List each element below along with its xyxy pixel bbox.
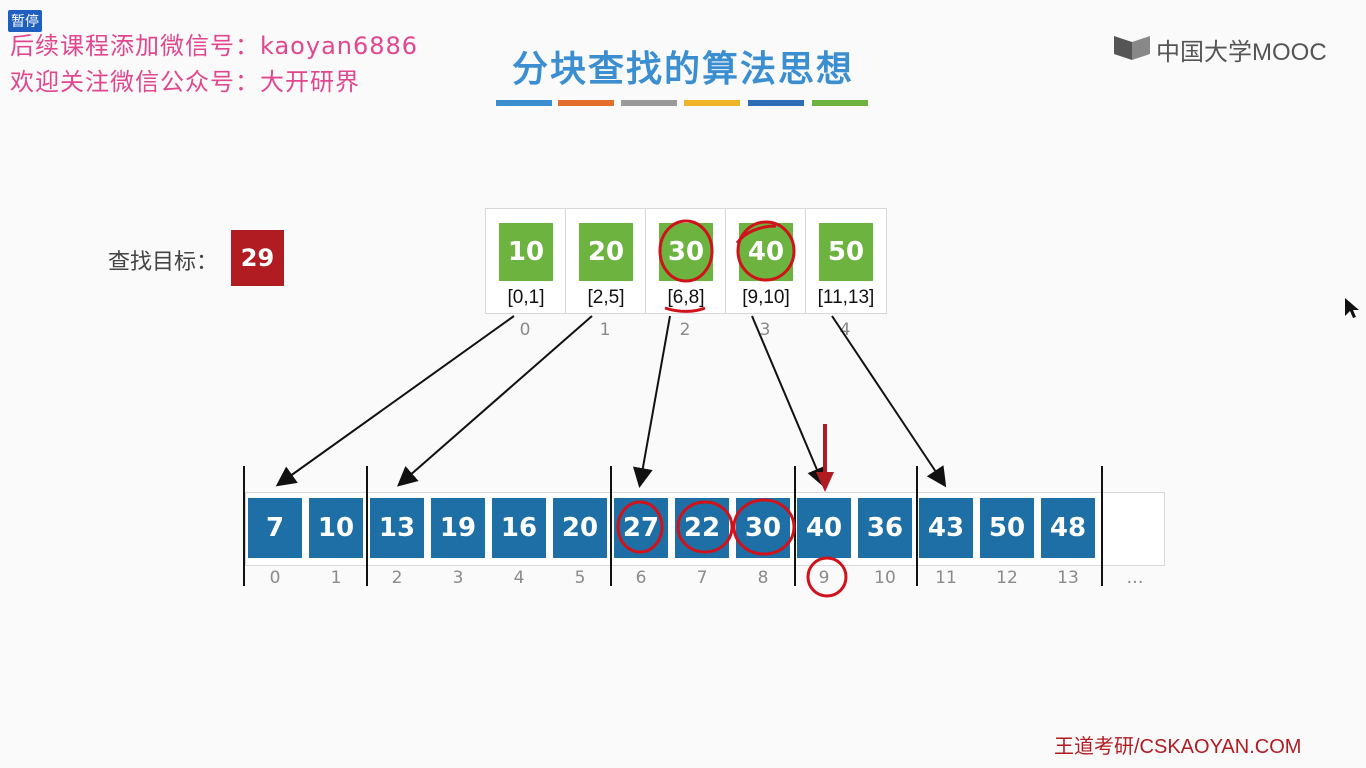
array-cell: 48 [1041,498,1095,558]
title-bar [496,100,552,106]
array-cell: 50 [980,498,1034,558]
array-cell: 10 [309,498,363,558]
search-target-value: 29 [231,230,284,286]
arrow-block-0 [275,315,515,487]
array-cell: 20 [553,498,607,558]
array-cell: 13 [370,498,424,558]
index-max-key: 20 [579,223,633,281]
arrow-block-3 [751,315,826,488]
array-index: 1 [330,568,342,588]
handwritten-annotations [616,219,848,598]
watermark-account: 欢迎关注微信公众号：大开研界 [10,68,360,96]
title-bar [684,100,740,106]
block-divider [243,466,245,586]
block-pointer-arrows [275,315,947,488]
array-cell: 7 [248,498,302,558]
circle-array-22 [676,500,734,554]
book-icon [1114,36,1150,60]
index-position: 0 [519,320,531,340]
index-range: [11,13] [817,287,875,308]
block-divider [916,466,918,586]
arrow-block-1 [396,315,593,487]
index-entry: 50 [11,13] [806,209,886,313]
array-index: 13 [1057,568,1079,588]
index-entry: 10 [0,1] [486,209,566,313]
scribble-index-40 [735,224,777,244]
circle-index-30 [658,219,714,283]
circle-array-30 [732,498,796,556]
array-ellipsis: … [1126,568,1144,588]
index-entry: 30 [6,8] [646,209,726,313]
pause-badge[interactable]: 暂停 [8,10,42,32]
index-entry: 20 [2,5] [566,209,646,313]
array-index: 7 [696,568,708,588]
array-cell: 36 [858,498,912,558]
watermark-wechat: 后续课程添加微信号：kaoyan6886 [10,32,419,60]
title-color-bars [496,100,876,108]
block-divider [366,466,368,586]
array-index: 10 [874,568,896,588]
index-range: [9,10] [742,287,790,308]
array-index: 12 [996,568,1018,588]
array-cell: 27 [614,498,668,558]
array-cell: 16 [492,498,546,558]
circle-index-40 [736,220,796,282]
array-index: 8 [757,568,769,588]
arrow-block-2 [632,315,671,488]
index-range: [6,8] [667,287,705,308]
array-index: 9 [818,568,830,588]
index-max-key: 10 [499,223,553,281]
block-divider [610,466,612,586]
array-cell: 19 [431,498,485,558]
array-cell: 40 [797,498,851,558]
index-table: 10 [0,1] 20 [2,5] 30 [6,8] 40 [9,10] 50 … [485,208,887,314]
title-bar [558,100,614,106]
array-index: 3 [452,568,464,588]
array-index: 4 [513,568,525,588]
title-bar [812,100,868,106]
underline-range-6-8 [664,306,706,313]
index-max-key: 50 [819,223,873,281]
index-position: 1 [599,320,611,340]
mooc-logo: 中国大学MOOC [1112,30,1332,66]
array-index: 6 [635,568,647,588]
circle-array-27 [616,500,664,554]
logo-text: 中国大学MOOC [1156,39,1327,66]
index-position: 4 [839,320,851,340]
index-range: [2,5] [587,287,625,308]
array-index: 11 [935,568,957,588]
mouse-cursor-icon [1345,298,1359,318]
slide-title: 分块查找的算法思想 [511,49,854,90]
array-index: 2 [391,568,403,588]
index-position: 3 [759,320,771,340]
current-pointer-arrow [816,424,834,492]
arrow-block-4 [831,315,947,488]
index-range: [0,1] [507,287,545,308]
circle-array-index-9 [806,556,848,598]
array-cell: 43 [919,498,973,558]
index-position: 2 [679,320,691,340]
search-target-label: 查找目标： [108,250,219,275]
footer-branding: 王道考研/CSKAOYAN.COM [1054,736,1302,758]
block-divider [1101,466,1103,586]
array-index: 0 [269,568,281,588]
array-index: 5 [574,568,586,588]
title-bar [621,100,677,106]
title-bar [748,100,804,106]
